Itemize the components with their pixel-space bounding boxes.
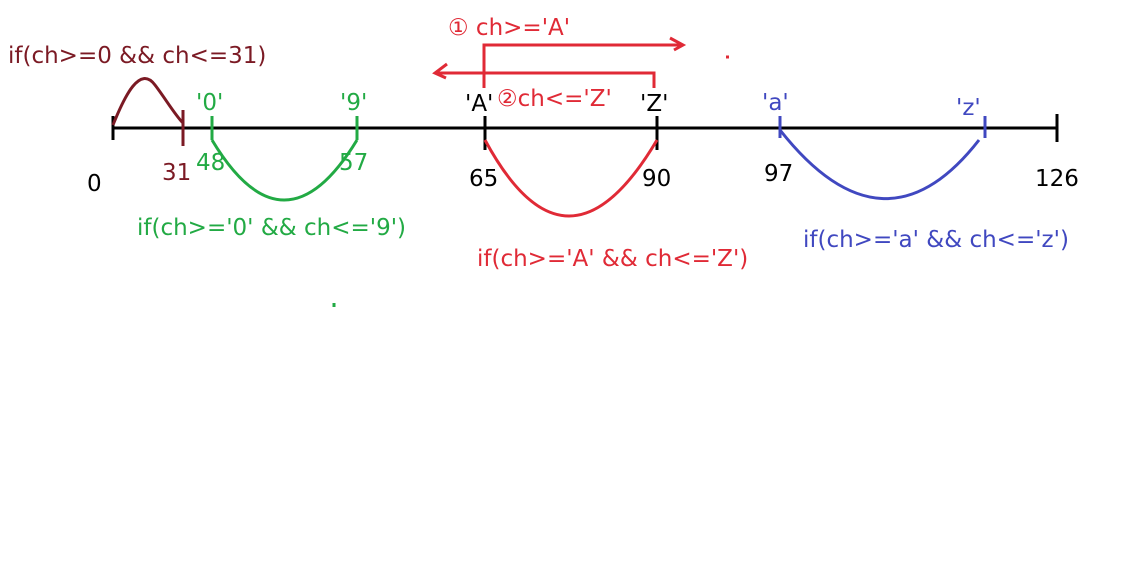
step2-arrow (435, 71, 656, 88)
digit-condition: if(ch>='0' && ch<='9') (137, 215, 407, 241)
num-label-97: 97 (764, 161, 794, 187)
num-label-126: 126 (1035, 166, 1079, 192)
num-label-65: 65 (469, 166, 499, 192)
num-label-90: 90 (642, 166, 672, 192)
control-condition: if(ch>=0 && ch<=31) (8, 43, 267, 69)
step1-label: ① ch>='A' (448, 15, 571, 41)
char-label-Z: 'Z' (640, 91, 669, 117)
step2-arrowhead (432, 62, 448, 80)
control-range-arc (111, 77, 185, 126)
step1-arrowhead (669, 36, 687, 52)
char-label-z: 'z' (956, 95, 981, 121)
upper-range-arc (483, 139, 659, 218)
lower-range-arc (778, 129, 981, 201)
num-label-48: 48 (196, 150, 226, 176)
char-label-9: '9' (340, 90, 368, 116)
char-label-0: '0' (196, 90, 224, 116)
digit-range-arc (210, 139, 359, 202)
num-label-0: 0 (87, 171, 102, 197)
upper-condition: if(ch>='A' && ch<='Z') (477, 246, 749, 272)
char-label-a: 'a' (762, 90, 789, 116)
char-label-A: 'A' (465, 91, 494, 117)
num-label-57: 57 (339, 150, 369, 176)
lower-condition: if(ch>='a' && ch<='z') (803, 227, 1069, 253)
num-label-31: 31 (162, 160, 192, 186)
step2-label: ②ch<='Z' (497, 86, 612, 112)
